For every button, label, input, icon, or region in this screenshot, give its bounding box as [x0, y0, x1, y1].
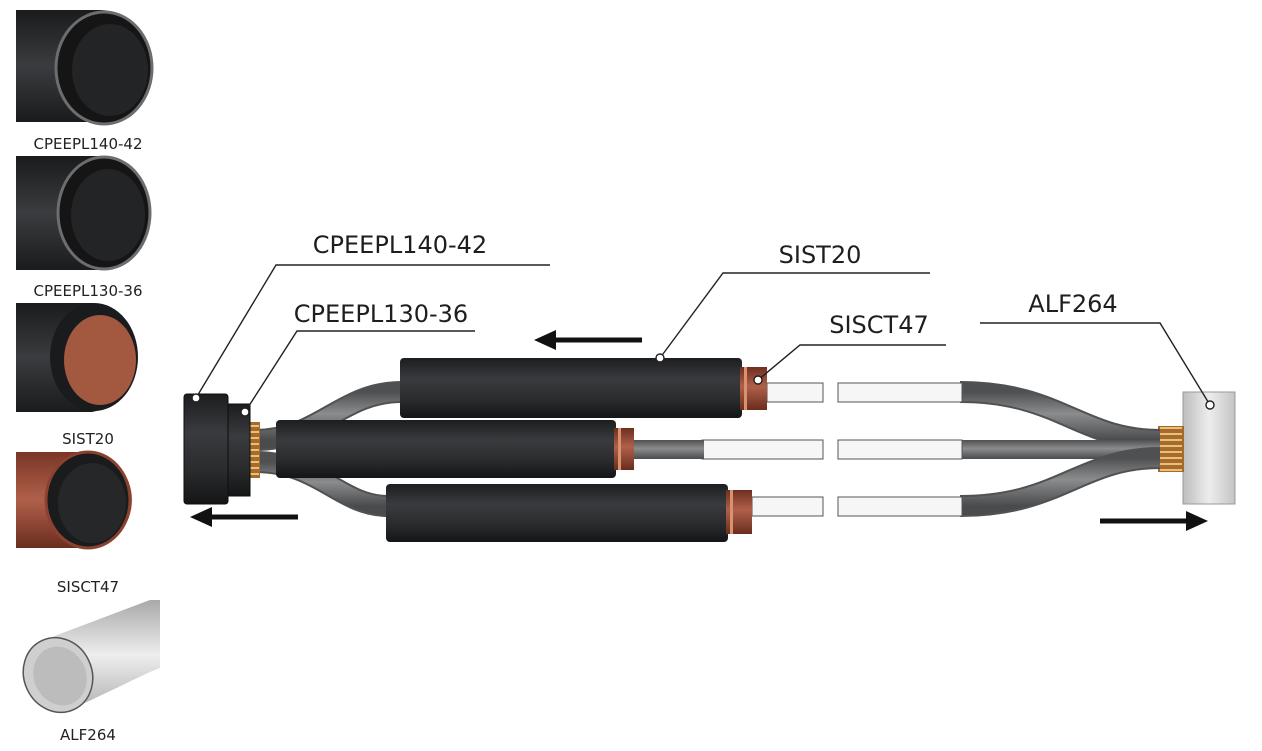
right-screen-wires	[1158, 426, 1184, 472]
sist20-sleeve-bottom	[386, 484, 752, 542]
thumbnail-label: SISCT47	[57, 578, 119, 596]
callout-cpeepl130-36: CPEEPL130-36	[240, 300, 475, 417]
sist20-sleeve-top	[400, 358, 767, 418]
thumbnail-label: SIST20	[62, 430, 114, 448]
callout-label: SISCT47	[829, 311, 929, 339]
cpeepl140-42-tube	[183, 393, 229, 505]
callout-cpeepl140-42: CPEEPL140-42	[191, 231, 550, 403]
thumbnail-label: CPEEPL140-42	[33, 135, 142, 153]
thumbnail-sisct47: SISCT47	[16, 450, 132, 596]
callout-sist20: SIST20	[655, 241, 930, 363]
arrow-left-icon	[534, 330, 642, 350]
middle-core-exposed	[634, 440, 704, 459]
thumbnail-label: ALF264	[60, 726, 116, 744]
right-cores	[959, 381, 1161, 517]
callout-label: CPEEPL130-36	[294, 300, 468, 328]
insulation-segments	[701, 382, 963, 517]
callout-sisct47: SISCT47	[753, 311, 946, 385]
cpeepl130-36-tube	[225, 403, 251, 497]
sist20-sleeve-middle	[276, 420, 634, 478]
alf264-aluminium-sleeve	[1182, 391, 1236, 505]
thumbnail-cpeepl140-42: CPEEPL140-42	[16, 10, 154, 153]
thumbnail-sist20: SIST20	[16, 303, 138, 448]
thumbnail-alf264: ALF264	[22, 600, 160, 744]
thumbnail-label: CPEEPL130-36	[33, 282, 142, 300]
callout-label: CPEEPL140-42	[313, 231, 487, 259]
callout-label: ALF264	[1028, 290, 1117, 318]
callout-alf264: ALF264	[980, 290, 1215, 410]
arrow-left-icon	[190, 507, 298, 527]
thumbnail-cpeepl130-36: CPEEPL130-36	[16, 155, 152, 300]
arrow-right-icon	[1100, 511, 1208, 531]
callout-label: SIST20	[779, 241, 862, 269]
